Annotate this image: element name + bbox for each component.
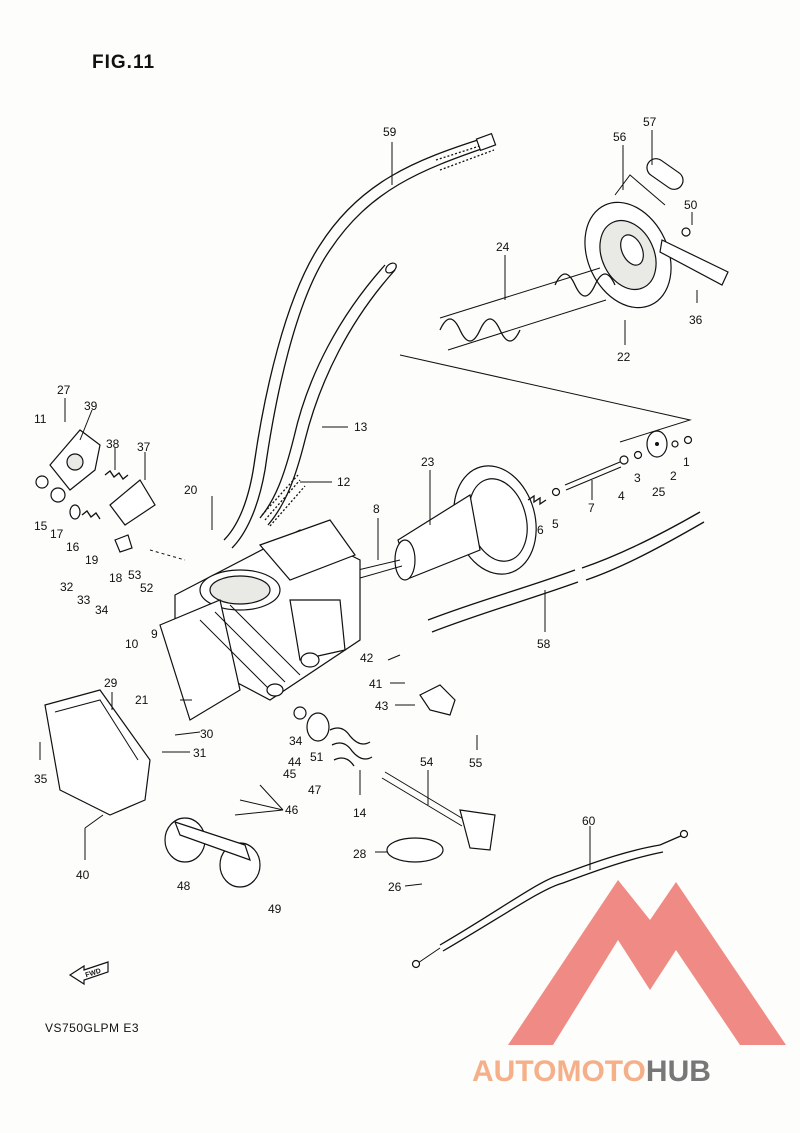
- carburetor-body: [159, 519, 361, 721]
- part-label: 57: [643, 115, 657, 129]
- plate-28: [386, 837, 444, 863]
- part-label: 30: [200, 727, 214, 741]
- spring-14: [329, 727, 373, 767]
- part-label: 59: [383, 125, 397, 139]
- model-code: VS750GLPM E3: [45, 1021, 139, 1035]
- part-label: 33: [77, 593, 91, 607]
- part-label: 56: [613, 130, 627, 144]
- part-label: 9: [151, 627, 158, 641]
- part-label: 51: [310, 750, 324, 764]
- part-label: 10: [125, 637, 139, 651]
- figure-title: FIG.11: [92, 52, 155, 73]
- part-label: 11: [34, 412, 47, 426]
- part-label: 27: [57, 383, 71, 397]
- shaft-54: [381, 771, 496, 851]
- hose-12: [261, 474, 306, 527]
- part-label: 26: [388, 880, 402, 894]
- part-label: 1: [683, 455, 690, 469]
- part-label: 7: [588, 501, 595, 515]
- part-label: 47: [308, 783, 322, 797]
- svg-text:AUTOMOTOHUB: AUTOMOTOHUB: [472, 1055, 711, 1088]
- cap-15: [35, 475, 49, 489]
- float-bowl-29: [44, 689, 151, 816]
- part-label: 40: [76, 868, 90, 882]
- watermark-text-auto: AUTOMOTO: [472, 1055, 646, 1088]
- svg-text:FWD: FWD: [85, 968, 102, 980]
- part-label: 39: [84, 399, 98, 413]
- part-label: 19: [85, 553, 99, 567]
- tube-57: [646, 158, 684, 190]
- hose-58: [427, 511, 705, 633]
- cover-39: [49, 429, 101, 491]
- watermark-text-hub: HUB: [646, 1055, 711, 1088]
- part-label: 55: [469, 756, 483, 770]
- part-label: 41: [369, 677, 383, 691]
- part-label: 4: [618, 489, 625, 503]
- hose-59: [223, 132, 497, 549]
- part-label: 8: [373, 502, 380, 516]
- fwd-arrow-icon: FWD: [68, 961, 109, 986]
- automotohub-logo-icon: [508, 880, 786, 1045]
- part-number-labels: 1 2 3 4 5 6 7 8 9 10 11 12 13 14 15 16 1…: [34, 115, 703, 916]
- diagram-drawing: [35, 130, 729, 969]
- part-label: 20: [184, 483, 198, 497]
- part-label: 17: [50, 527, 64, 541]
- part-label: 43: [375, 699, 389, 713]
- part-label: 21: [135, 693, 149, 707]
- part-label: 28: [353, 847, 367, 861]
- needle-holder-25: [646, 430, 693, 458]
- floats-48: [164, 817, 261, 888]
- part-label: 38: [106, 437, 120, 451]
- part-label: 5: [552, 517, 559, 531]
- part-label: 46: [285, 803, 299, 817]
- part-label: 44: [288, 755, 302, 769]
- part-label: 52: [140, 581, 154, 595]
- part-label: 34: [289, 734, 303, 748]
- part-label: 53: [128, 568, 142, 582]
- clip-56: [614, 174, 666, 206]
- part-label: 35: [34, 772, 48, 786]
- part-label: 49: [268, 902, 282, 916]
- part-label: 42: [360, 651, 374, 665]
- leader-lines: [39, 130, 698, 887]
- part-label: 29: [104, 676, 118, 690]
- part-label: 32: [60, 580, 74, 594]
- hose-13: [259, 262, 397, 526]
- part-label: 16: [66, 540, 80, 554]
- part-label: 36: [689, 313, 703, 327]
- part-label: 34: [95, 603, 109, 617]
- part-label: 25: [652, 485, 666, 499]
- part-label: 15: [34, 519, 48, 533]
- part-label: 14: [353, 806, 367, 820]
- lever-36: [659, 239, 729, 286]
- part-label: 18: [109, 571, 123, 585]
- part-label: 22: [617, 350, 631, 364]
- part-label: 2: [670, 469, 677, 483]
- part-label: 24: [496, 240, 510, 254]
- part-label: 37: [137, 440, 151, 454]
- part-label: 12: [337, 475, 351, 489]
- part-label: 60: [582, 814, 596, 828]
- part-label: 6: [537, 523, 544, 537]
- part-label: 13: [354, 420, 368, 434]
- diaphragm-23: [357, 465, 537, 581]
- cable-60: [411, 829, 689, 969]
- part-label: 58: [537, 637, 551, 651]
- part-label: 45: [283, 767, 297, 781]
- spring-24: [439, 267, 616, 351]
- top-cover-22: [584, 201, 672, 309]
- part-label: 48: [177, 879, 191, 893]
- part-label: 3: [634, 471, 641, 485]
- part-label: 50: [684, 198, 698, 212]
- part-label: 23: [421, 455, 435, 469]
- part-label: 31: [193, 746, 207, 760]
- needle-7: [527, 450, 643, 506]
- automotohub-watermark: AUTOMOTOHUB: [472, 880, 786, 1088]
- valve-37: [104, 470, 156, 526]
- part-label: 54: [420, 755, 434, 769]
